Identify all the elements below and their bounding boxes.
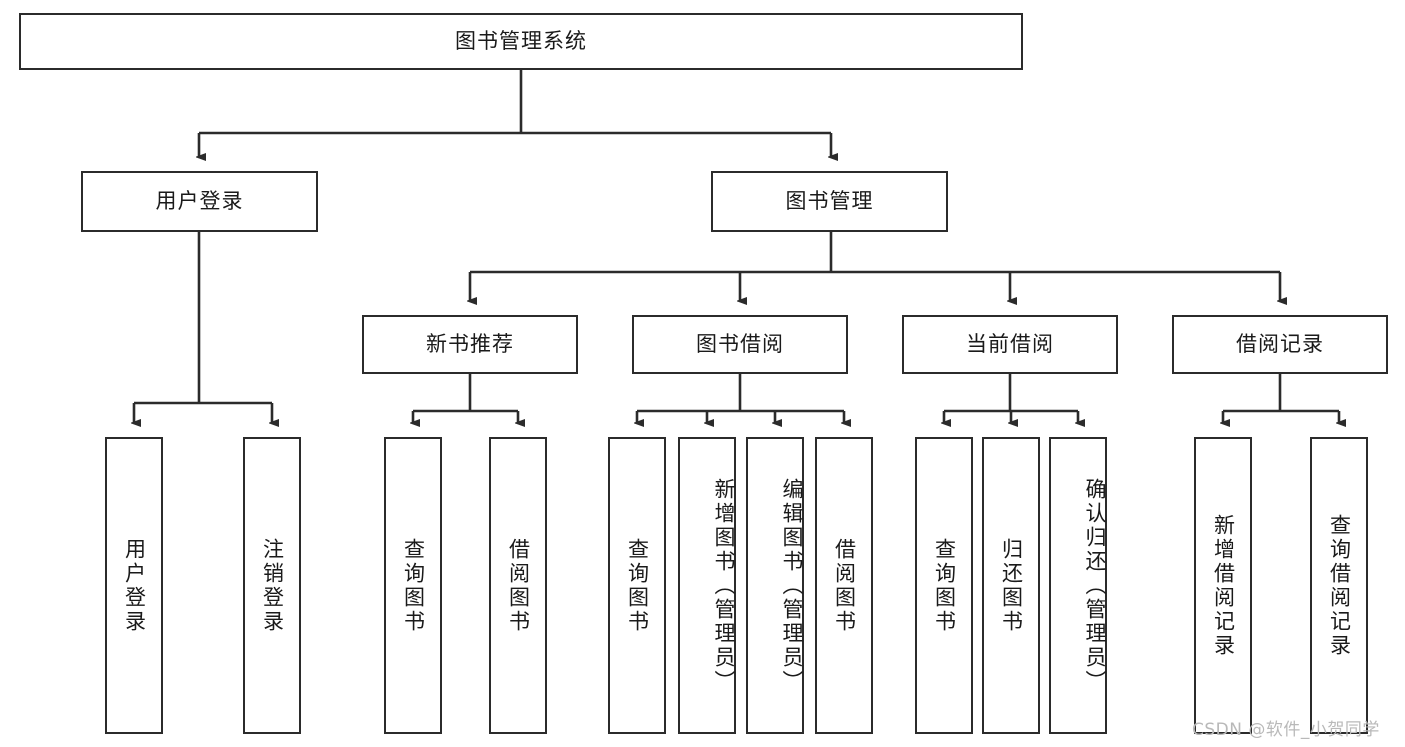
node-label: 查询图书 <box>625 537 650 634</box>
leaf-query-book-current[interactable]: 查询图书 <box>915 437 973 734</box>
node-book-borrow[interactable]: 图书借阅 <box>632 315 848 374</box>
node-label: 新增图书（管理员） <box>712 477 736 694</box>
leaf-confirm-return-admin[interactable]: 确认归还（管理员） <box>1049 437 1107 734</box>
node-label: 用户登录 <box>155 188 244 213</box>
leaf-logout[interactable]: 注销登录 <box>243 437 301 734</box>
node-label: 当前借阅 <box>966 331 1054 356</box>
node-label: 借阅图书 <box>506 537 531 634</box>
node-label: 编辑图书（管理员） <box>780 477 804 694</box>
node-current-borrow[interactable]: 当前借阅 <box>902 315 1118 374</box>
node-label: 用户登录 <box>122 537 147 634</box>
node-label: 查询图书 <box>932 537 957 634</box>
leaf-query-book-borrow[interactable]: 查询图书 <box>608 437 666 734</box>
node-label: 图书管理系统 <box>455 28 587 53</box>
node-user-login[interactable]: 用户登录 <box>81 171 318 232</box>
node-label: 查询图书 <box>401 537 426 634</box>
csdn-watermark: CSDN @软件_小贺同学 <box>1192 715 1380 740</box>
node-label: 借阅图书 <box>832 537 857 634</box>
node-label: 确认归还（管理员） <box>1083 477 1107 694</box>
node-label: 归还图书 <box>999 537 1024 634</box>
node-label: 新增借阅记录 <box>1211 513 1236 658</box>
node-book-management[interactable]: 图书管理 <box>711 171 948 232</box>
leaf-borrow-book-recommend[interactable]: 借阅图书 <box>489 437 547 734</box>
node-label: 查询借阅记录 <box>1327 513 1352 658</box>
node-new-book-recommend[interactable]: 新书推荐 <box>362 315 578 374</box>
leaf-edit-book-admin[interactable]: 编辑图书（管理员） <box>746 437 804 734</box>
leaf-return-book[interactable]: 归还图书 <box>982 437 1040 734</box>
leaf-query-borrow-record[interactable]: 查询借阅记录 <box>1310 437 1368 734</box>
node-label: 注销登录 <box>260 537 285 634</box>
node-label: 借阅记录 <box>1236 331 1324 356</box>
node-label: 图书借阅 <box>696 331 784 356</box>
leaf-borrow-book[interactable]: 借阅图书 <box>815 437 873 734</box>
node-label: 图书管理 <box>785 188 874 213</box>
node-borrow-record[interactable]: 借阅记录 <box>1172 315 1388 374</box>
leaf-add-borrow-record[interactable]: 新增借阅记录 <box>1194 437 1252 734</box>
node-label: 新书推荐 <box>426 331 514 356</box>
leaf-add-book-admin[interactable]: 新增图书（管理员） <box>678 437 736 734</box>
leaf-query-book-recommend[interactable]: 查询图书 <box>384 437 442 734</box>
watermark-text: CSDN @软件_小贺同学 <box>1192 720 1380 740</box>
leaf-user-login[interactable]: 用户登录 <box>105 437 163 734</box>
node-root-book-management-system[interactable]: 图书管理系统 <box>19 13 1023 70</box>
